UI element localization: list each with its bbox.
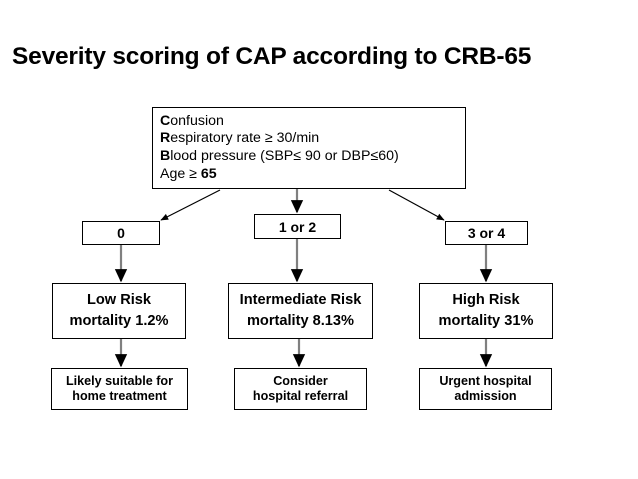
action-box-home-treatment: Likely suitable for home treatment [51, 368, 188, 410]
action-urgent-line-1: Urgent hospital [439, 373, 532, 388]
criteria-initial-c: C [160, 112, 171, 129]
score-box-1-or-2: 1 or 2 [254, 214, 341, 239]
score-label-0: 0 [117, 225, 125, 241]
connector-criteria-to-score0 [160, 189, 221, 221]
criteria-text-respiratory-rate: espiratory rate ≥ 30/min [170, 130, 320, 147]
mortality-high: mortality 31% [438, 313, 534, 329]
action-box-hospital-referral: Consider hospital referral [234, 368, 367, 410]
criteria-line-respiratory-rate: Respiratory rate ≥ 30/min [160, 130, 319, 148]
action-box-urgent-admission: Urgent hospital admission [419, 368, 552, 410]
risk-box-high: High Risk mortality 31% [419, 283, 553, 339]
action-home-line-2: home treatment [72, 389, 167, 403]
score-box-0: 0 [82, 221, 160, 245]
action-home-line-1: Likely suitable for [65, 373, 174, 388]
criteria-initial-b: B [160, 148, 171, 164]
criteria-line-age: Age ≥ 65 [160, 166, 217, 184]
criteria-initial-r: R [160, 130, 171, 147]
mortality-low: mortality 1.2% [69, 313, 169, 329]
risk-box-intermediate: Intermediate Risk mortality 8.13% [228, 283, 373, 339]
connector-criteria-to-score34 [388, 189, 445, 221]
risk-label-intermediate: Intermediate Risk [239, 292, 362, 308]
risk-label-high: High Risk [452, 292, 520, 308]
score-label-3-or-4: 3 or 4 [467, 225, 506, 241]
criteria-text-blood-pressure: lood pressure (SBP≤ 90 or DBP≤60) [170, 148, 399, 164]
score-label-1-or-2: 1 or 2 [278, 218, 317, 235]
action-urgent-line-2: admission [454, 389, 517, 403]
risk-box-low: Low Risk mortality 1.2% [52, 283, 186, 339]
risk-label-low: Low Risk [86, 292, 152, 308]
criteria-text-confusion: onfusion [170, 112, 224, 129]
action-referral-line-2: hospital referral [252, 389, 349, 403]
page-title: Severity scoring of CAP according to CRB… [12, 43, 532, 70]
criteria-box: Confusion Respiratory rate ≥ 30/min Bloo… [152, 107, 466, 189]
criteria-line-confusion: Confusion [160, 113, 224, 131]
criteria-line-blood-pressure: Blood pressure (SBP≤ 90 or DBP≤60) [160, 148, 399, 166]
score-box-3-or-4: 3 or 4 [445, 221, 528, 245]
action-referral-line-1: Consider [273, 373, 328, 388]
mortality-intermediate: mortality 8.13% [246, 313, 355, 329]
criteria-age-threshold: 65 [200, 165, 217, 182]
criteria-text-age: Age ≥ [160, 165, 201, 182]
